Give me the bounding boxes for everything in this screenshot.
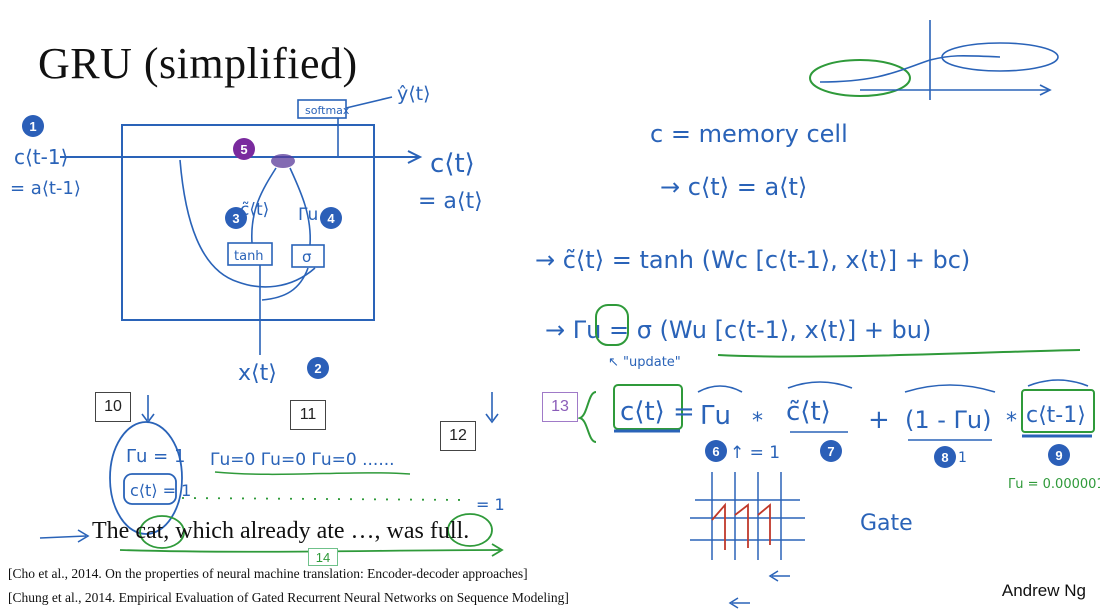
x-t-label: x⟨t⟩: [238, 361, 277, 386]
a-prev-label: = a⟨t-1⟩: [10, 178, 81, 199]
step-badge-3: 3: [225, 207, 247, 229]
step-badge-8: 8: [934, 446, 956, 468]
sentence-middle: which already ate …,: [175, 518, 381, 544]
gamma-equals-one: ↑ = 1: [730, 443, 780, 463]
gamma-zero-sequence: Γu=0 Γu=0 Γu=0 ......: [210, 450, 395, 470]
softmax-label: softmax: [305, 104, 350, 117]
gamma-internal-label: Γu: [298, 205, 318, 225]
gate-label: Gate: [860, 511, 913, 536]
cat-highlight: [139, 515, 185, 549]
step-badge-9: 9: [1048, 444, 1070, 466]
step-badge-2: 2: [307, 357, 329, 379]
c-equals-a-text: → c⟨t⟩ = a⟨t⟩: [660, 173, 807, 201]
sketch-arrow-icon: [1039, 84, 1052, 96]
c-prev-highlight-box: [1021, 389, 1095, 433]
c-one-label: c⟨t⟩ = 1: [130, 481, 191, 500]
step-badge-7: 7: [820, 440, 842, 462]
main-eq-plus: +: [868, 405, 890, 435]
c-tilde-equation: → c̃⟨t⟩ = tanh (Wc [c⟨t-1⟩, x⟨t⟩] + bc): [535, 246, 970, 274]
word-full: full.: [429, 518, 470, 544]
c-t-highlight-box: [613, 384, 683, 430]
step-box-10: 10: [95, 392, 131, 422]
reference-1: [Cho et al., 2014. On the properties of …: [8, 566, 528, 581]
main-eq-one-minus: (1 - Γu): [905, 406, 992, 434]
memory-arrow-icon: [407, 150, 423, 164]
ref-arrow-icon-2: [728, 597, 739, 609]
word-was: was: [386, 518, 424, 544]
y-hat-label: ŷ⟨t⟩: [397, 83, 431, 105]
step-badge-5: 5: [233, 138, 255, 160]
was-highlight: [447, 513, 493, 547]
sigma-box: [291, 244, 325, 268]
a-t-output-label: = a⟨t⟩: [418, 189, 483, 214]
sketch-ellipse-green: [809, 59, 911, 97]
gate-oval: [109, 421, 183, 535]
main-eq-c: c⟨t⟩ =: [620, 397, 695, 427]
step-box-13: 13: [542, 392, 578, 422]
main-eq-times-1: *: [752, 409, 763, 434]
gamma-small-note: Γu = 0.000001: [1008, 477, 1100, 492]
gate-blob: [271, 154, 295, 168]
update-note: ↖ "update": [608, 355, 681, 370]
memory-cell-text: c = memory cell: [650, 120, 848, 148]
step-box-11: 11: [290, 400, 326, 430]
equals-one-right: = 1: [476, 495, 505, 514]
word-cat: cat,: [135, 518, 170, 544]
slide-title: GRU (simplified): [38, 39, 358, 88]
step-badge-6: 6: [705, 440, 727, 462]
step-badge-1: 1: [22, 115, 44, 137]
sentence-arrow-icon: [77, 529, 90, 543]
c-prev-label: c⟨t-1⟩: [14, 145, 68, 169]
c-t-output-label: c⟨t⟩: [430, 149, 475, 179]
author-name: Andrew Ng: [1001, 581, 1086, 600]
sigma-label: σ: [302, 248, 312, 266]
gamma-one-label: Γu = 1: [126, 446, 185, 467]
word-the: The: [92, 518, 130, 544]
gamma-highlight-circle: [595, 304, 629, 346]
reference-2: [Chung et al., 2014. Empirical Evaluatio…: [8, 590, 569, 605]
step-badge-4: 4: [320, 207, 342, 229]
step-box-12: 12: [440, 421, 476, 451]
example-sentence: The cat, which already ate …, was full.: [92, 518, 469, 545]
gru-cell-box: [121, 124, 375, 321]
c-one-box: [123, 473, 177, 505]
step-box-14: 14: [308, 548, 338, 566]
main-eq-times-2: *: [1006, 409, 1017, 434]
one-label: 1: [958, 450, 967, 466]
main-eq-gamma: Γu: [700, 401, 731, 431]
gate-grid-sketch: [690, 472, 805, 560]
softmax-box: [297, 99, 347, 119]
tanh-box: [227, 242, 273, 266]
c-tilde-internal-label: c̃⟨t⟩: [240, 200, 269, 220]
tanh-label: tanh: [234, 249, 264, 264]
ref-arrow-icon-1: [768, 570, 779, 582]
gamma-equation: → Γu = σ (Wu [c⟨t-1⟩, x⟨t⟩] + bu): [545, 316, 931, 344]
main-eq-cprev: c⟨t-1⟩: [1026, 403, 1086, 428]
main-eq-ctilde: c̃⟨t⟩: [786, 397, 831, 427]
